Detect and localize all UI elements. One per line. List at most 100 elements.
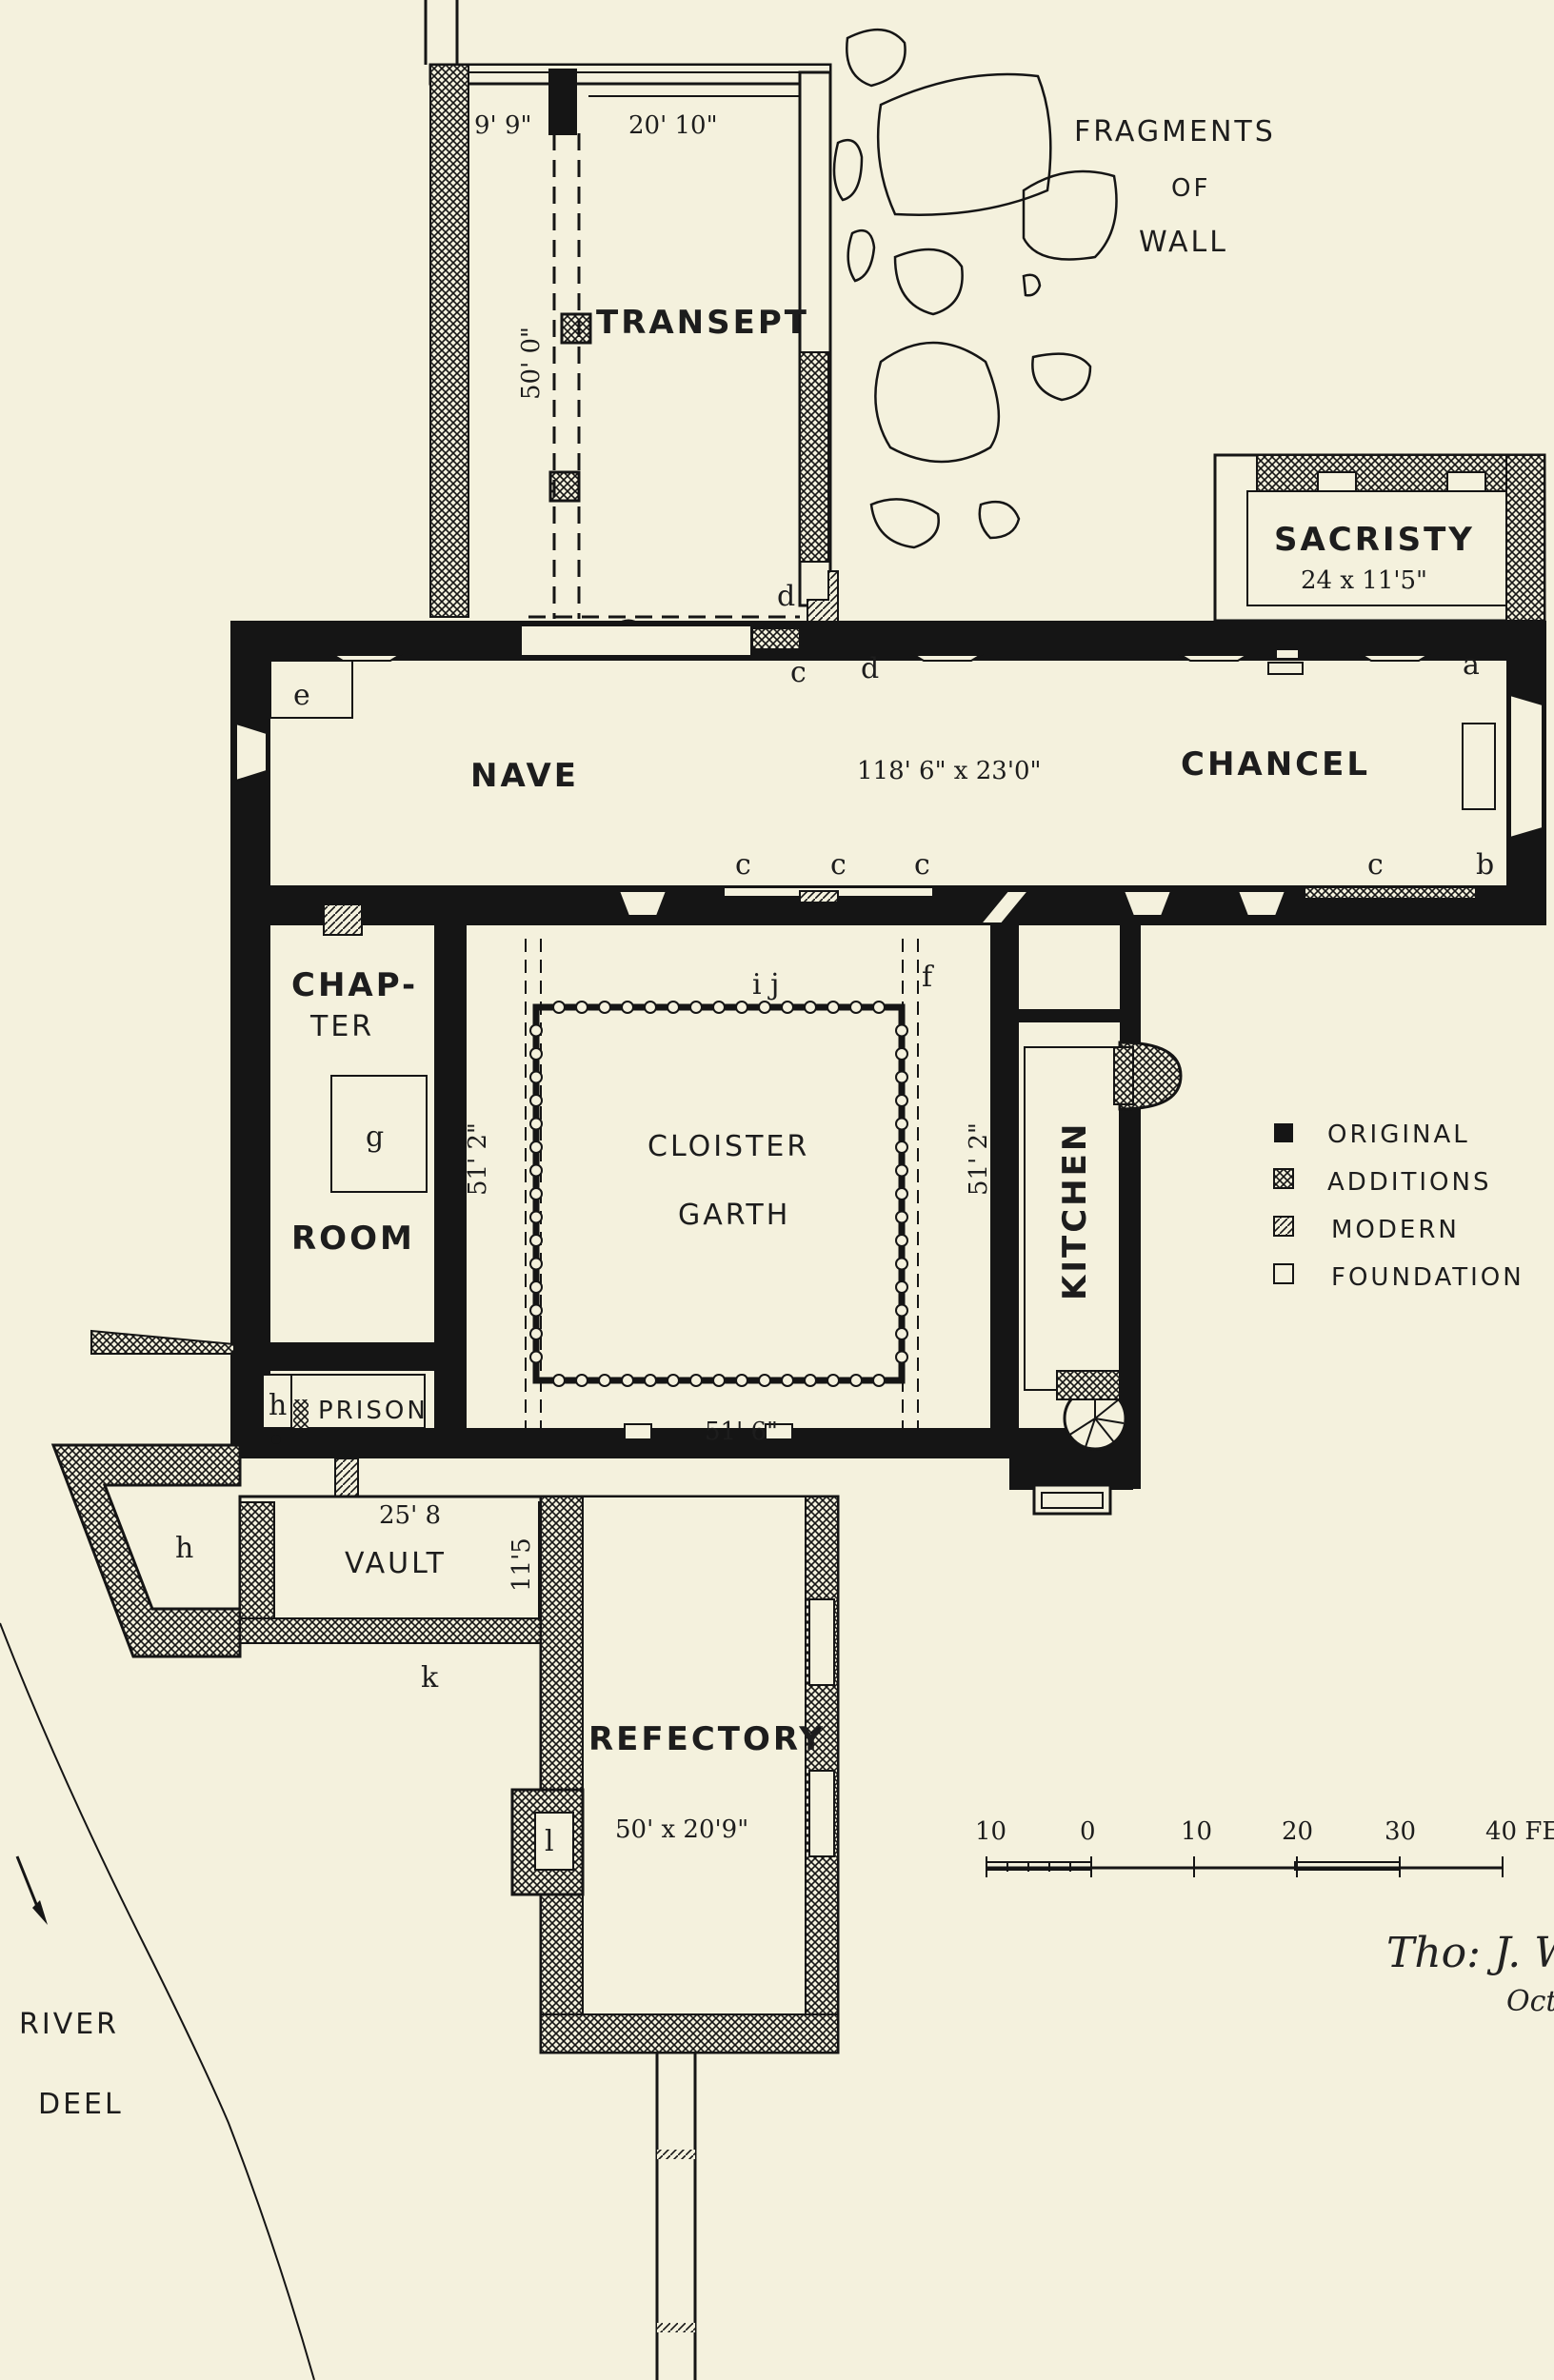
arcade-column xyxy=(827,1374,840,1387)
arcade-column xyxy=(529,1163,543,1178)
arcade-column xyxy=(644,1001,657,1014)
arcade-column xyxy=(758,1001,771,1014)
arcade-column xyxy=(529,1023,543,1038)
arcade-column xyxy=(804,1374,817,1387)
transept xyxy=(424,0,839,653)
ref-letter-b: b xyxy=(1476,848,1494,882)
ref-letter-c: c xyxy=(790,656,807,689)
signature-date: Oct xyxy=(1506,1985,1554,2018)
arcade-column xyxy=(872,1001,886,1014)
sacristy xyxy=(1213,453,1546,623)
ref-letter-l: l xyxy=(545,1825,554,1858)
transept-width-dim: 20' 10" xyxy=(628,111,718,140)
arcade-column xyxy=(895,1350,908,1364)
arcade-column xyxy=(529,1094,543,1107)
fragments-label: OF xyxy=(1171,174,1210,203)
ref-letter-f: f xyxy=(922,961,934,994)
legend-swatch-additions xyxy=(1273,1168,1294,1189)
arcade-column xyxy=(872,1374,886,1387)
arcade-column xyxy=(712,1374,726,1387)
arcade-column xyxy=(575,1001,588,1014)
sacristy-label: SACRISTY xyxy=(1274,521,1475,559)
legend-label-additions: ADDITIONS xyxy=(1327,1168,1491,1197)
kitchen-label: KITCHEN xyxy=(1056,1121,1094,1300)
river-label: RIVER xyxy=(19,2008,119,2041)
reference-letters: a b c c c c c d d e f g h h i j k l xyxy=(175,580,1494,1858)
wall-fragments xyxy=(832,28,1118,549)
arcade-column xyxy=(552,1374,566,1387)
scale-tick-label: 10 xyxy=(1181,1817,1212,1846)
arcade-column xyxy=(895,1303,908,1318)
arcade-column xyxy=(529,1140,543,1154)
vault-side-dim: 11'5 xyxy=(508,1537,536,1592)
cloister-west-dim: 51' 2" xyxy=(464,1122,492,1196)
river-bank xyxy=(0,1622,315,2380)
cloister-garth-label: GARTH xyxy=(678,1199,790,1232)
cloister-east-dim: 51' 2" xyxy=(965,1122,993,1196)
river-label: DEEL xyxy=(38,2088,124,2121)
legend: ORIGINAL ADDITIONS MODERN FOUNDATION xyxy=(1273,1121,1524,1292)
arcade-column xyxy=(667,1001,680,1014)
arcade-column xyxy=(895,1140,908,1154)
refectory-label: REFECTORY xyxy=(588,1720,826,1758)
legend-swatch-modern xyxy=(1273,1216,1294,1237)
arcade-column xyxy=(529,1303,543,1318)
arcade-column xyxy=(895,1117,908,1131)
cloister-south-dim: 51' 6" xyxy=(705,1418,778,1446)
transept-width-dim: 9' 9" xyxy=(474,111,531,140)
arcade-column xyxy=(621,1374,634,1387)
ref-letter-c: c xyxy=(914,848,930,882)
arcade-column xyxy=(529,1257,543,1271)
chapter-room-label: CHAP- xyxy=(291,966,418,1004)
scale-tick-label: 0 xyxy=(1080,1817,1096,1846)
arcade-column xyxy=(529,1350,543,1364)
transept-label: TRANSEPT xyxy=(596,304,809,342)
legend-label-modern: MODERN xyxy=(1331,1216,1460,1244)
arcade-column xyxy=(895,1327,908,1340)
ref-letter-a: a xyxy=(1463,648,1480,682)
arcade-column xyxy=(529,1234,543,1247)
arcade-column xyxy=(758,1374,771,1387)
vault-label: VAULT xyxy=(345,1547,447,1580)
arcade-column xyxy=(689,1374,703,1387)
arcade-column xyxy=(895,1280,908,1294)
arcade-column xyxy=(895,1023,908,1038)
arcade-column xyxy=(735,1374,748,1387)
ref-letter-g: g xyxy=(366,1121,384,1154)
ref-letter-ij: i j xyxy=(752,968,779,1002)
arcade-column xyxy=(529,1117,543,1131)
cloister-arcade xyxy=(529,1001,908,1387)
room-labels: FRAGMENTS OF WALL TRANSEPT 9' 9" 20' 10"… xyxy=(19,111,1475,2121)
arcade-column xyxy=(895,1163,908,1178)
refectory xyxy=(510,1495,840,2380)
ref-letter-e: e xyxy=(293,679,310,712)
scale-tick-label: 30 xyxy=(1385,1817,1416,1846)
arcade-column xyxy=(529,1280,543,1294)
signature: Tho: J. Westropp Oct xyxy=(1386,1929,1554,2018)
nave-dim: 118' 6" x 23'0" xyxy=(857,757,1041,785)
arcade-column xyxy=(895,1187,908,1200)
vault-dim: 25' 8 xyxy=(379,1501,441,1530)
arcade-column xyxy=(849,1001,863,1014)
signature-text: Tho: J. Westropp xyxy=(1386,1929,1554,1977)
ref-letter-c: c xyxy=(1367,848,1384,882)
arcade-column xyxy=(895,1257,908,1271)
arcade-column xyxy=(712,1001,726,1014)
nave-label: NAVE xyxy=(470,757,579,795)
ref-letter-c: c xyxy=(735,848,751,882)
chapter-room-label: ROOM xyxy=(291,1220,415,1258)
north-arrow-icon xyxy=(15,1855,48,1925)
chancel-label: CHANCEL xyxy=(1181,745,1370,783)
arcade-column xyxy=(849,1374,863,1387)
legend-label-original: ORIGINAL xyxy=(1327,1121,1470,1149)
arcade-column xyxy=(529,1047,543,1061)
arcade-column xyxy=(667,1374,680,1387)
arcade-column xyxy=(529,1070,543,1084)
ref-letter-h: h xyxy=(175,1532,193,1565)
chapter-room-label: TER xyxy=(309,1010,374,1043)
fragments-label: WALL xyxy=(1139,226,1228,259)
arcade-column xyxy=(575,1374,588,1387)
legend-label-foundation: FOUNDATION xyxy=(1331,1263,1524,1292)
arcade-column xyxy=(895,1094,908,1107)
